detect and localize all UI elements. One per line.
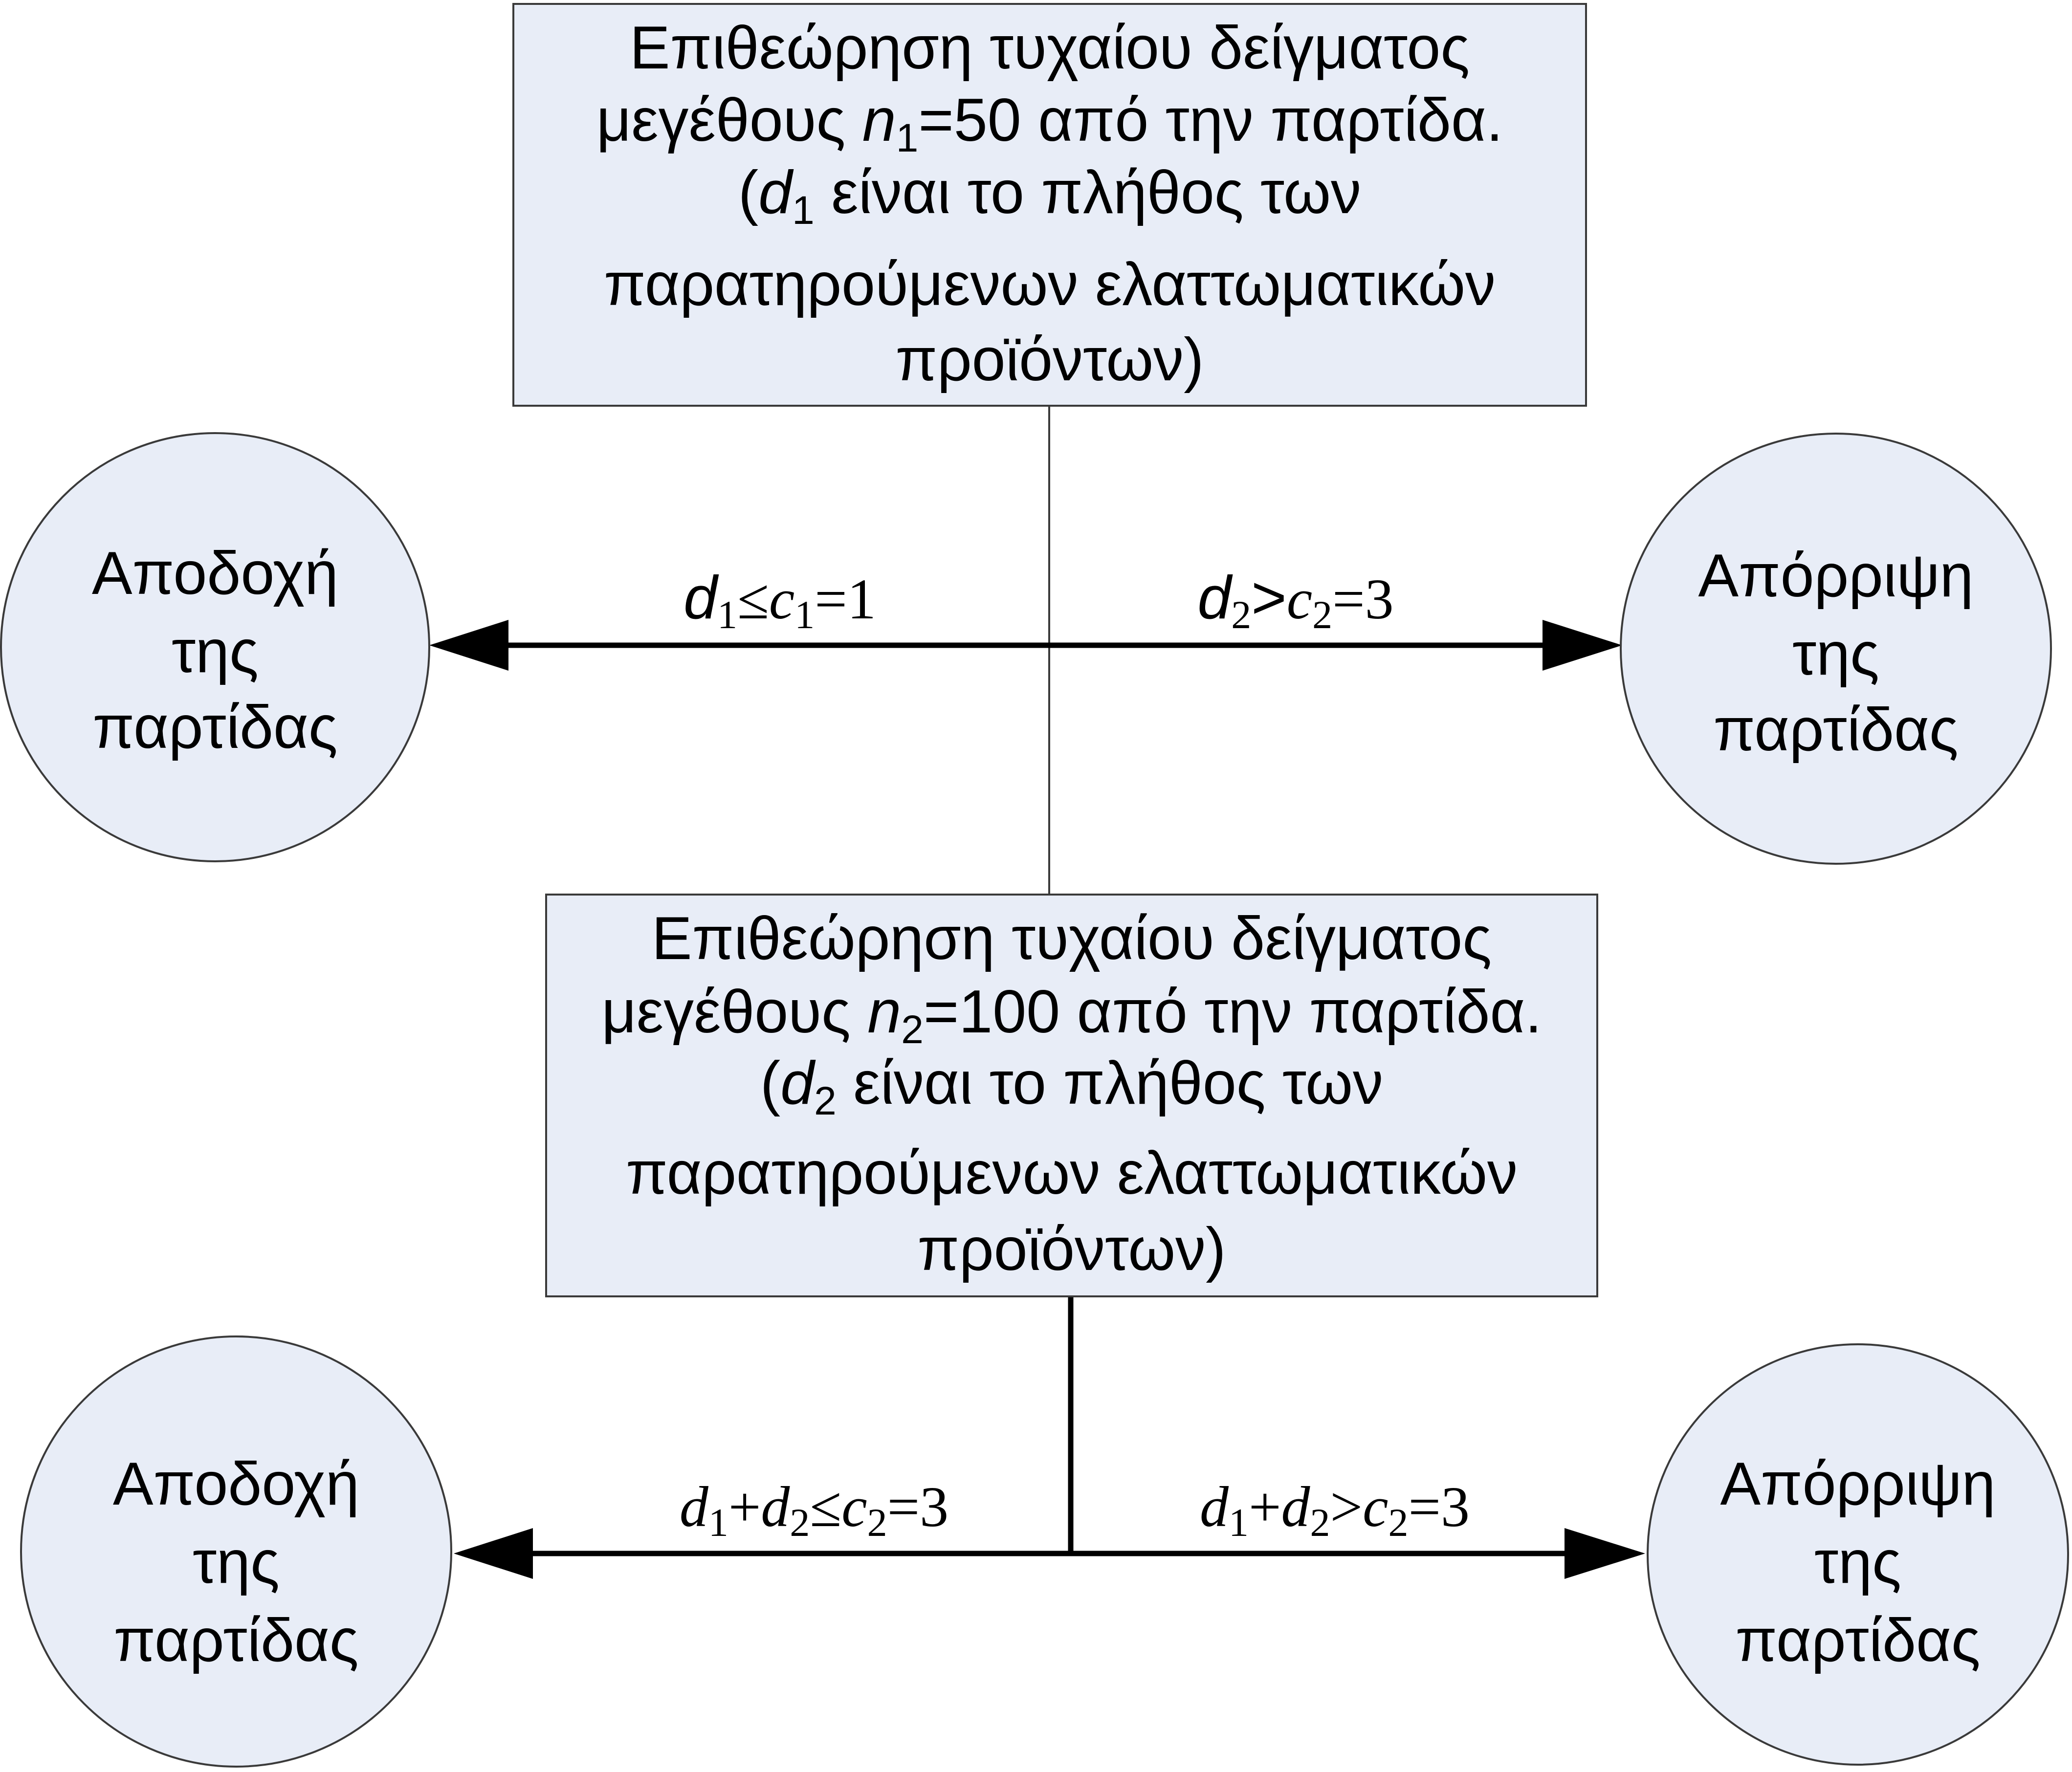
arrowhead-reject-lot-1 — [1543, 620, 1622, 671]
node-accept-lot-2: Αποδοχή της παρτίδας — [20, 1335, 452, 1768]
svg-text:παρτίδας: παρτίδας — [113, 1607, 358, 1674]
step1-line-3: (d1 είναι το πλήθος των — [738, 159, 1361, 233]
svg-text:Αποδοχή: Αποδοχή — [113, 1450, 359, 1518]
svg-text:παρτίδας: παρτίδας — [92, 694, 337, 761]
svg-text:της: της — [172, 618, 259, 685]
inspection-step-1: Επιθεώρηση τυχαίου δείγματος μεγέθους n1… — [512, 3, 1587, 407]
step2-line-5: προϊόντων) — [918, 1216, 1226, 1283]
step2-line-1: Επιθεώρηση τυχαίου δείγματος — [652, 905, 1492, 972]
svg-text:παρτίδας: παρτίδας — [1713, 696, 1958, 764]
step1-line-5: προϊόντων) — [896, 326, 1204, 394]
step2-line-4: παρατηρούμενων ελαττωματικών — [626, 1139, 1518, 1207]
svg-text:Αποδοχή: Αποδοχή — [92, 540, 338, 607]
svg-text:της: της — [1814, 1529, 1901, 1596]
step2-line-3: (d2 είναι το πλήθος των — [760, 1050, 1383, 1123]
svg-text:Απόρριψη: Απόρριψη — [1698, 542, 1973, 610]
edge-label-reject-2: d1+d2>c2=3 — [1200, 1475, 1470, 1545]
edge-label-reject-1: d2>c2=3 — [1197, 564, 1393, 637]
step1-line-2: μεγέθους n1=50 από την παρτίδα. — [596, 87, 1503, 160]
arrowhead-accept-lot-1 — [429, 620, 508, 671]
edge-label-accept-1: d1≤c1=1 — [683, 564, 876, 637]
edge-label-accept-2: d1+d2≤c2=3 — [680, 1475, 948, 1545]
step1-line-1: Επιθεώρηση τυχαίου δείγματος — [630, 14, 1470, 82]
inspection-step-2: Επιθεώρηση τυχαίου δείγματος μεγέθους n2… — [545, 894, 1598, 1297]
step2-line-2: μεγέθους n2=100 από την παρτίδα. — [601, 978, 1542, 1052]
node-accept-lot-1: Αποδοχή της παρτίδας — [0, 432, 430, 862]
svg-text:της: της — [1792, 620, 1879, 688]
arrowhead-reject-lot-2 — [1565, 1528, 1645, 1579]
node-reject-lot-1: Απόρριψη της παρτίδας — [1620, 433, 2052, 865]
svg-text:Απόρριψη: Απόρριψη — [1720, 1450, 1995, 1518]
svg-text:της: της — [193, 1529, 280, 1596]
arrowhead-accept-lot-2 — [454, 1528, 533, 1579]
svg-text:παρτίδας: παρτίδας — [1735, 1607, 1980, 1674]
node-reject-lot-2: Απόρριψη της παρτίδας — [1647, 1343, 2069, 1766]
step1-line-4: παρατηρούμενων ελαττωματικών — [604, 251, 1496, 318]
